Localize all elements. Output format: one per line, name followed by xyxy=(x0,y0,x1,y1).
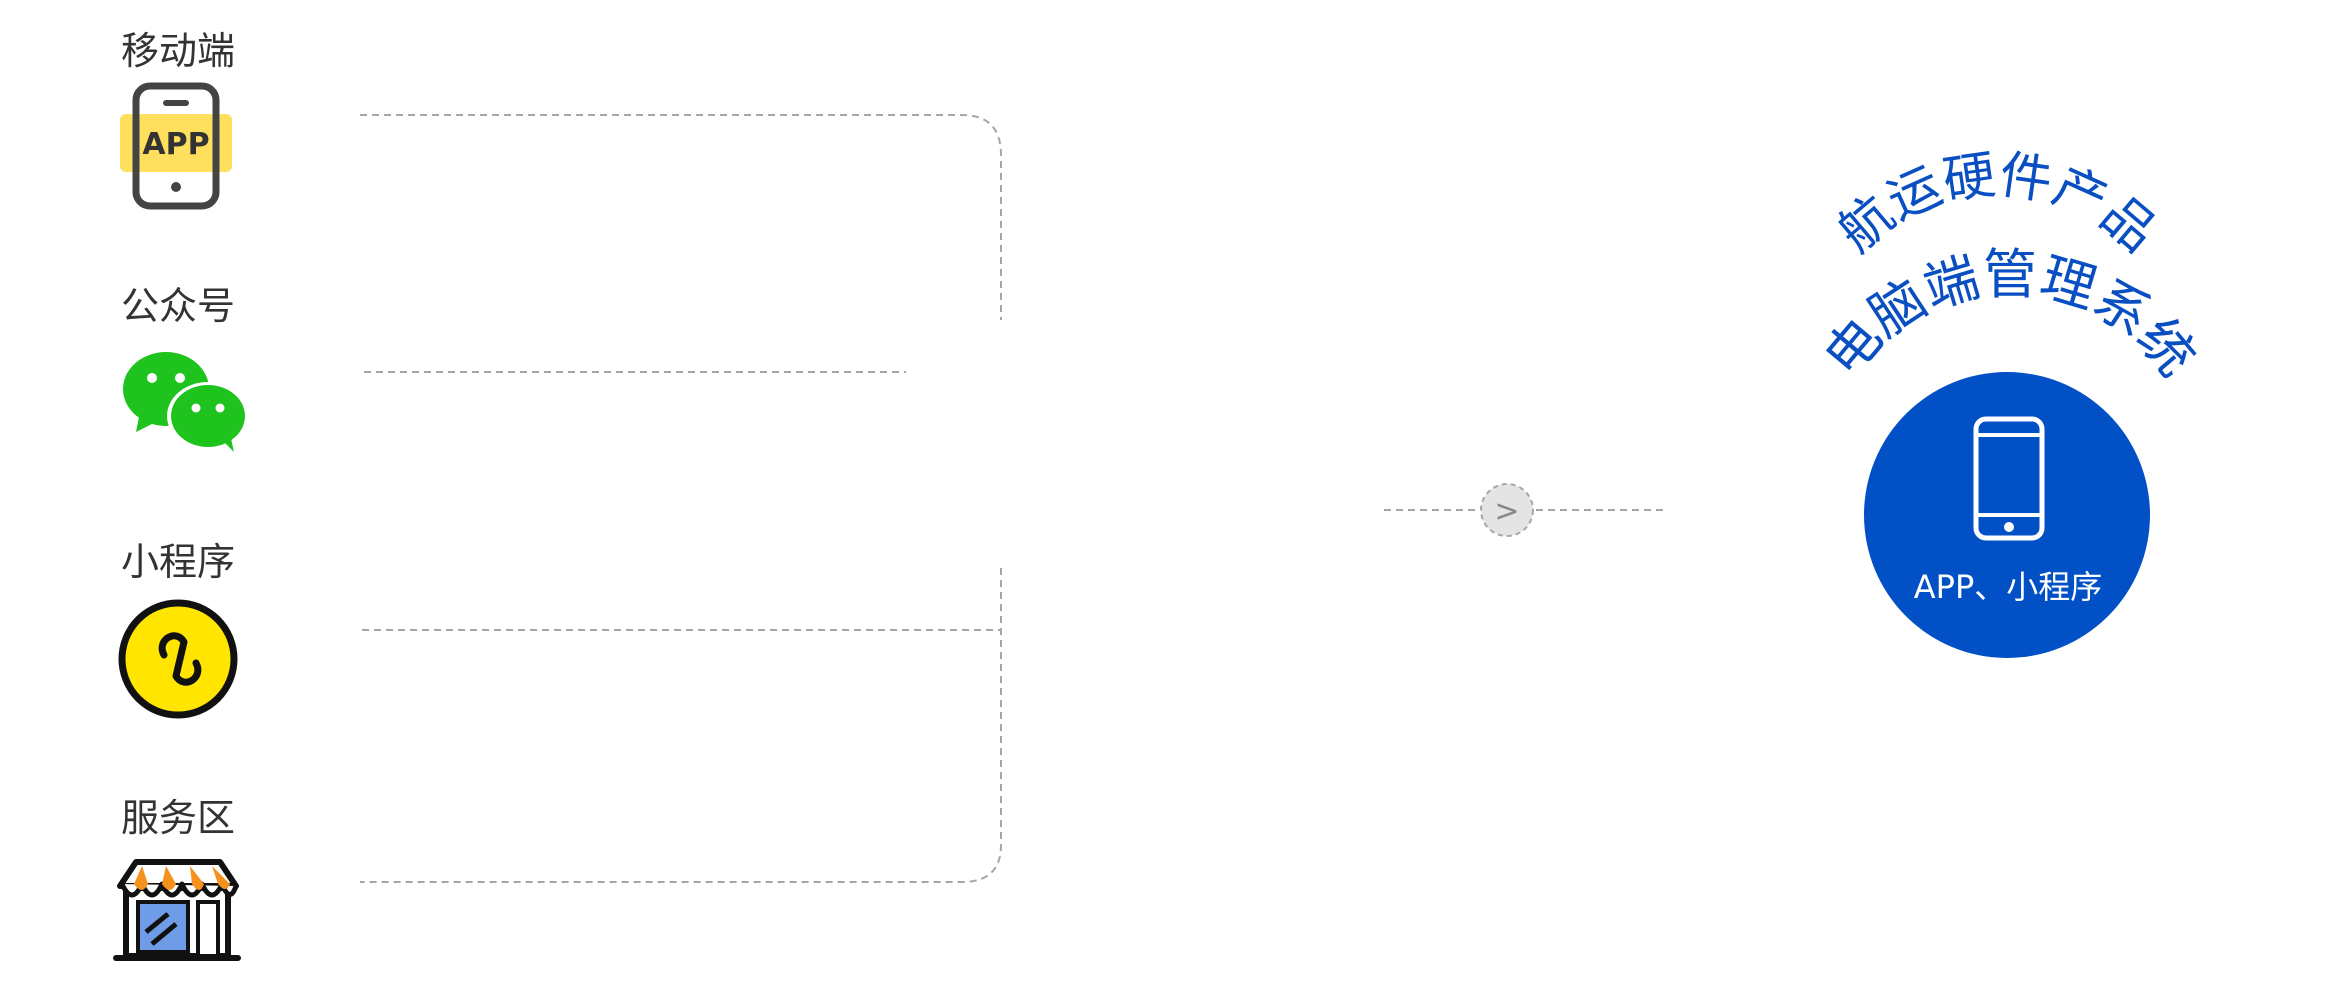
source-label-mobile: 移动端 xyxy=(121,29,235,73)
mini-program-icon xyxy=(118,599,238,719)
storefront-icon xyxy=(113,859,241,961)
app-badge-text: APP xyxy=(142,127,209,162)
source-service-area: 服务区 xyxy=(113,796,241,961)
connector-lines xyxy=(360,114,1668,883)
target-system: 航运硬件产品 电脑端管理系统 APP、小程序 xyxy=(1812,145,2208,658)
source-label-wechat: 公众号 xyxy=(121,284,235,328)
wechat-icon xyxy=(123,352,249,452)
source-wechat: 公众号 xyxy=(121,284,249,452)
connector-mobile xyxy=(360,114,1002,320)
source-label-service-area: 服务区 xyxy=(121,796,235,840)
source-label-mini-program: 小程序 xyxy=(121,540,235,584)
arrow-node: > xyxy=(1480,483,1534,537)
connector-service-area xyxy=(360,568,1002,883)
svg-text:电脑端管理系统: 电脑端管理系统 xyxy=(1812,243,2208,388)
app-phone-icon: APP xyxy=(120,82,232,210)
target-title-line2: 电脑端管理系统 xyxy=(1812,243,2208,388)
source-mobile: 移动端 APP xyxy=(120,29,235,210)
target-caption: APP、小程序 xyxy=(1914,568,2103,606)
source-mini-program: 小程序 xyxy=(118,540,238,719)
chevron-right-icon: > xyxy=(1494,494,1519,529)
smartphone-icon xyxy=(1973,416,2045,541)
